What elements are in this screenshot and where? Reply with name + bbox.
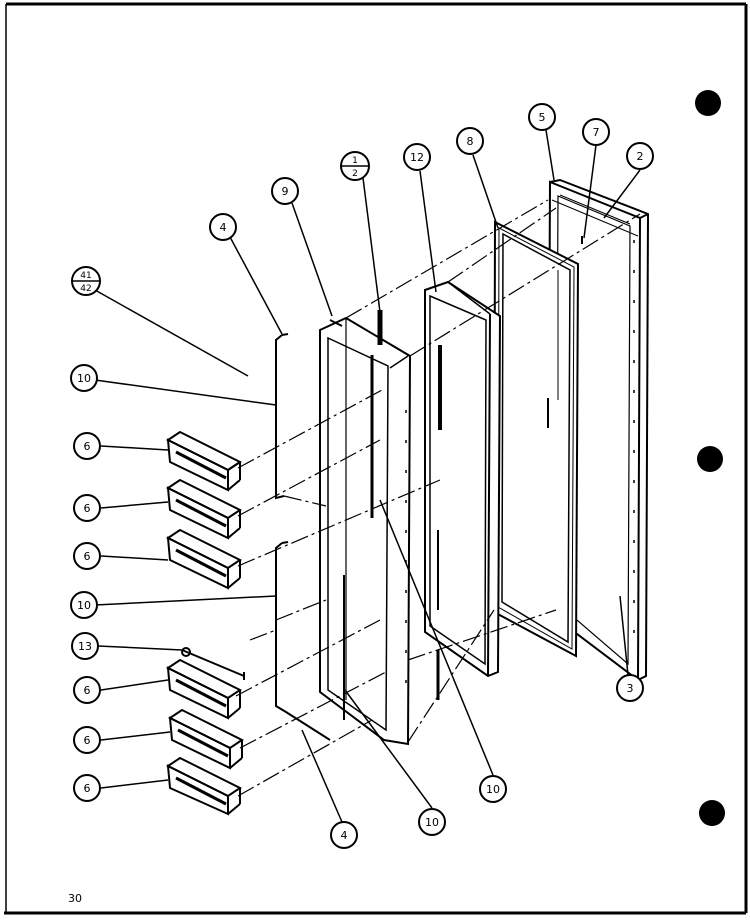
callout-6-e: [73, 726, 101, 754]
callout-label: 5: [539, 111, 546, 124]
page-number: 30: [68, 892, 82, 905]
callout-label: 3: [627, 682, 634, 695]
callout-label: 12: [410, 151, 424, 164]
callout-label: 7: [593, 126, 600, 139]
callout-label: 6: [84, 440, 91, 453]
callout-label: 4: [220, 221, 227, 234]
callout-3: [616, 674, 644, 702]
callout-label: 2: [352, 169, 358, 179]
callout-label: 10: [425, 816, 439, 829]
callout-10-c: [418, 808, 446, 836]
callout-8: [456, 127, 484, 155]
callout-label: 6: [84, 550, 91, 563]
callout-label: 6: [84, 734, 91, 747]
callout-5: [528, 103, 556, 131]
callout-label: 2: [637, 150, 644, 163]
door-shelf-5: [168, 708, 244, 770]
callout-6-c: [73, 542, 101, 570]
callout-6-a: [73, 432, 101, 460]
callout-label: 41: [80, 271, 91, 281]
binder-hole-bottom: [699, 800, 725, 826]
callout-6-d: [73, 676, 101, 704]
callout-label: 6: [84, 502, 91, 515]
callout-balloons: [70, 103, 654, 849]
leader-lines: [94, 129, 641, 823]
shelf-trim-lower: [275, 541, 331, 741]
callout-label: 1: [352, 156, 358, 166]
callout-label: 13: [78, 640, 92, 653]
callout-10-d: [479, 775, 507, 803]
retainer-bar: [181, 647, 245, 680]
callout-4-bottom: [330, 821, 358, 849]
callout-label: 42: [80, 284, 91, 294]
callout-label: 6: [84, 684, 91, 697]
door-shelf-2: [166, 478, 242, 540]
door-shelf-6: [166, 756, 242, 816]
shelf-trim-upper: [275, 333, 289, 500]
callout-4-top: [209, 213, 237, 241]
door-shelf-4: [166, 658, 242, 720]
callout-label: 10: [77, 599, 91, 612]
callout-6-b: [73, 494, 101, 522]
callout-13: [71, 632, 99, 660]
callout-6-f: [73, 774, 101, 802]
callout-label: 6: [84, 782, 91, 795]
assembly-centerlines: [235, 199, 641, 797]
callout-7: [582, 118, 610, 146]
callout-12: [403, 143, 431, 171]
binder-hole-top: [695, 90, 721, 116]
callout-9: [271, 177, 299, 205]
door-frame: [319, 310, 412, 746]
callout-10-a: [70, 364, 98, 392]
callout-10-b: [70, 591, 98, 619]
callout-label: 8: [467, 135, 474, 148]
callout-2: [626, 142, 654, 170]
callout-label: 10: [77, 372, 91, 385]
door-gasket: [492, 220, 580, 658]
door-shelf-1: [166, 430, 242, 492]
callout-label: 9: [282, 185, 289, 198]
door-shelf-3: [166, 528, 242, 590]
callout-label: 4: [341, 829, 348, 842]
callout-labels: 4 41 42 10 6 6 6 10 13 6 6 6 9 1 2 12 8 …: [77, 111, 644, 842]
page-frame: [4, 2, 748, 915]
binder-hole-middle: [697, 446, 723, 472]
callout-label: 10: [486, 783, 500, 796]
